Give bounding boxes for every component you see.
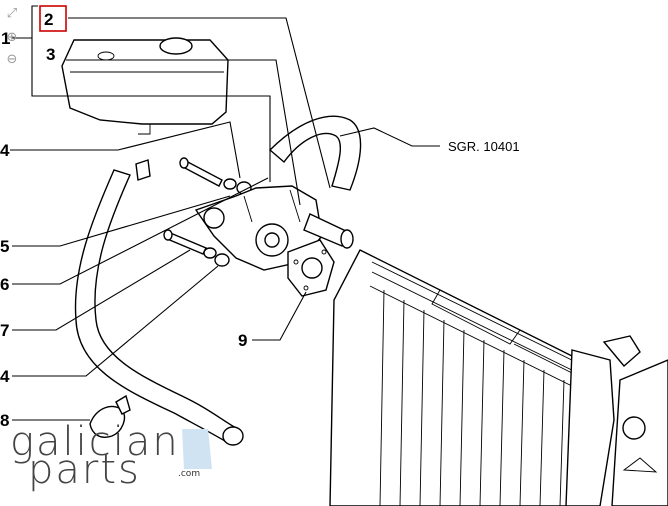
fit-icon[interactable]: ⤢: [6, 6, 18, 21]
radiator: [329, 249, 668, 506]
callout-4-upper[interactable]: 4: [0, 141, 10, 160]
callout-6[interactable]: 6: [0, 275, 9, 294]
galician-parts-logo: galician parts .com: [10, 419, 212, 495]
callout-5[interactable]: 5: [0, 237, 9, 256]
leader-lines: [10, 5, 440, 421]
bolt-lower: [163, 229, 207, 255]
upper-hose: [135, 115, 362, 191]
callout-3[interactable]: 3: [46, 45, 55, 64]
highlight-box: [39, 5, 67, 32]
callout-1: 1: [1, 29, 10, 48]
washer-upper: [223, 178, 237, 190]
washer-lower: [203, 247, 217, 259]
logo-line-2: parts: [28, 447, 141, 493]
zoom-in-icon[interactable]: ⊕: [6, 30, 18, 45]
water-pump: [194, 185, 323, 271]
logo-line-1: galician: [10, 419, 180, 465]
pump-gasket: [287, 239, 335, 297]
hose-clamp: [89, 394, 131, 438]
bolt-upper: [179, 157, 223, 187]
callout-9[interactable]: 9: [238, 331, 247, 350]
reference-label: SGR. 10401: [448, 139, 520, 154]
logo-shape: [182, 429, 212, 469]
logo-suffix: .com: [178, 469, 201, 479]
callout-4-lower[interactable]: 4: [0, 367, 10, 386]
expansion-tank: [61, 37, 229, 135]
callout-2[interactable]: 2: [44, 10, 53, 29]
pump-outlet-pipe: [303, 213, 354, 249]
callout-8[interactable]: 8: [0, 411, 9, 430]
nut-lower: [214, 253, 230, 267]
zoom-out-icon[interactable]: ⊖: [6, 52, 18, 67]
callout-7[interactable]: 7: [0, 321, 9, 340]
lower-hose: [74, 169, 244, 446]
